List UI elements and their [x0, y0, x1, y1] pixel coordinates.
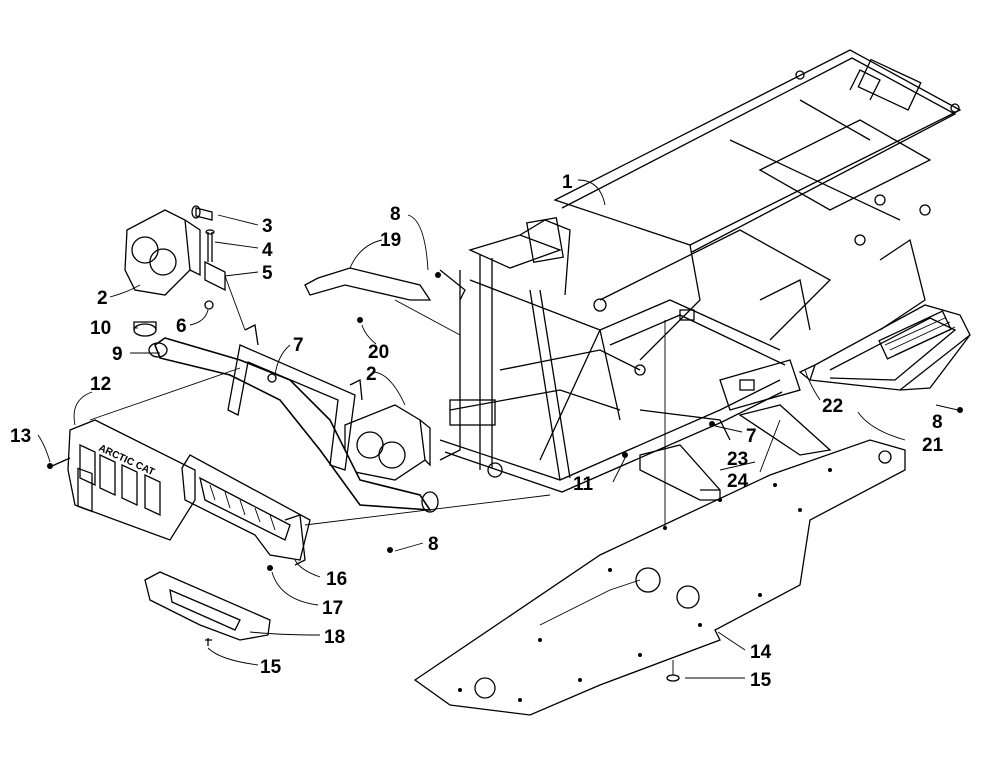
callout-7-frame: 7 [746, 426, 757, 447]
right-headlight [344, 404, 431, 481]
callout-8-footrest: 8 [932, 412, 943, 433]
callout-12: 12 [90, 374, 111, 395]
front-grille: ARCTIC CAT [67, 419, 196, 541]
callout-15-skid: 15 [750, 670, 772, 691]
callout-6: 6 [176, 316, 187, 337]
callout-24: 24 [727, 471, 749, 492]
left-headlight [124, 209, 201, 296]
callout-2-left: 2 [97, 288, 108, 309]
right-footrest [798, 304, 971, 391]
front-bumper [133, 321, 439, 513]
callout-5: 5 [262, 263, 273, 284]
callout-18: 18 [324, 627, 345, 648]
callout-23: 23 [727, 449, 748, 470]
skid-plate [413, 439, 906, 716]
callout-15-front: 15 [260, 657, 282, 678]
callout-22: 22 [822, 396, 843, 417]
callout-20: 20 [368, 342, 389, 363]
steering-support [304, 267, 466, 301]
callout-16: 16 [326, 569, 347, 590]
callout-labels: 1 2 2 3 4 5 6 7 7 8 8 8 9 10 11 12 13 14… [10, 172, 944, 691]
callout-7-bracket: 7 [293, 335, 304, 356]
grille-logo: ARCTIC CAT [97, 443, 156, 478]
callout-4: 4 [262, 240, 273, 261]
callout-10: 10 [90, 318, 111, 339]
callout-8-top: 8 [390, 204, 401, 225]
leader-lines [37, 179, 959, 679]
callout-13: 13 [10, 426, 31, 447]
callout-14: 14 [750, 642, 772, 663]
headlight-bracket [227, 324, 363, 471]
main-frame [439, 49, 962, 493]
hardware [47, 205, 963, 682]
brush-guard [181, 454, 311, 566]
callout-2-right: 2 [366, 364, 377, 385]
callout-17: 17 [322, 598, 343, 619]
frame-pads [639, 404, 832, 501]
front-skid [144, 571, 271, 641]
callout-9: 9 [112, 344, 123, 365]
callout-11: 11 [573, 474, 594, 495]
callout-8-bumper: 8 [428, 534, 439, 555]
callout-19: 19 [380, 230, 401, 251]
callout-21: 21 [922, 435, 944, 456]
callout-3: 3 [262, 216, 273, 237]
callout-1: 1 [562, 172, 573, 193]
